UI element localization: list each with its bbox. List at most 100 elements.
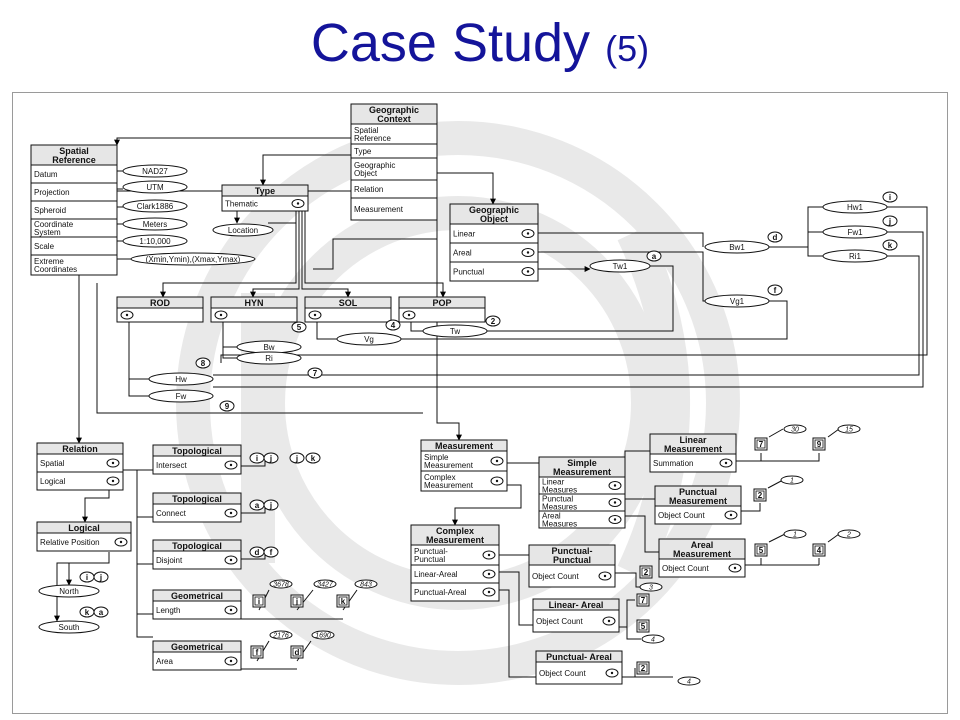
entity-simple-measurement: SimpleMeasurementLinearMeasuresPunctualM… — [538, 456, 626, 529]
value-ellipse: 3678 — [269, 579, 293, 589]
entity-title: Simple — [567, 458, 597, 468]
entity-attribute-label: Measurement — [424, 461, 474, 470]
value-ellipse: 3 — [639, 582, 663, 592]
value-label: 3427 — [317, 582, 334, 589]
value-ellipse: 2 — [837, 529, 861, 539]
entity-attribute: Punctual-Punctual — [411, 544, 499, 564]
entity-attribute-label: Measures — [542, 486, 577, 495]
instance-label: Ri — [265, 354, 273, 363]
instance-label: Location — [228, 226, 258, 235]
entity-attribute-label: Complex — [424, 473, 456, 482]
entity-attribute-label: Area — [156, 657, 173, 666]
id-tag-label: d — [295, 648, 300, 657]
instance-ellipse: Location — [212, 223, 274, 237]
id-tag: 8 — [195, 357, 211, 369]
id-tag-label: j — [295, 454, 298, 463]
connector-dot — [526, 270, 530, 273]
connector-dot — [313, 313, 317, 317]
id-tag-label: k — [341, 597, 346, 606]
instance-label: (Xmin,Ymin),(Xmax,Ymax) — [146, 255, 241, 264]
entity-attribute: Punctual-Areal — [411, 582, 499, 597]
id-tag: j — [289, 452, 305, 464]
id-tag-label: d — [255, 548, 260, 557]
entity-title: Geographic — [369, 105, 419, 115]
id-tag: 2 — [485, 315, 501, 327]
value-label: 4 — [651, 637, 655, 644]
value-label: 2 — [846, 532, 851, 539]
id-tag: j — [93, 571, 109, 583]
id-tag: 4 — [812, 543, 826, 557]
value-ellipse: 4 — [641, 634, 665, 644]
entity-attribute: Spheroid — [31, 200, 117, 215]
entity-attribute: Intersect — [153, 455, 241, 470]
instance-label: Vg1 — [730, 297, 745, 306]
id-tag: 2 — [753, 488, 767, 502]
instance-label: Hw1 — [847, 203, 864, 212]
entity-title: Linear — [679, 435, 707, 445]
instance-label: Clark1886 — [137, 202, 174, 211]
id-tag-label: 8 — [201, 359, 206, 368]
connector-dot — [111, 461, 115, 465]
entity-attribute-label: Areal — [453, 249, 472, 258]
id-tag: k — [336, 594, 350, 608]
entity-attribute — [399, 307, 485, 320]
value-label: 3678 — [273, 582, 289, 589]
entity-attribute: Scale — [31, 236, 117, 251]
id-tag-label: a — [255, 501, 260, 510]
id-tag: k — [79, 606, 95, 618]
id-tag-label: i — [258, 597, 260, 606]
id-tag-label: 2 — [644, 568, 649, 577]
id-tag-label: 2 — [491, 317, 496, 326]
connector-dot — [495, 459, 499, 463]
id-tag-label: j — [888, 217, 891, 226]
connector-dot — [610, 671, 614, 675]
instance-ellipse: Ri1 — [822, 249, 888, 263]
value-ellipse: 4 — [677, 676, 701, 686]
connector-dot — [407, 313, 411, 317]
connector-dot — [724, 461, 728, 465]
id-tag: d — [767, 231, 783, 243]
value-ellipse: 843 — [354, 579, 378, 589]
entity-attribute: Thematic — [222, 195, 308, 209]
connector-dot — [229, 511, 233, 515]
id-tag: j — [263, 499, 279, 511]
entity-title: Punctual- Areal — [546, 652, 612, 662]
entity-attribute-label: Areal — [542, 512, 561, 521]
entity-title: Complex — [436, 526, 474, 536]
entity-title: Geographic — [469, 205, 519, 215]
connector-dot — [229, 558, 233, 562]
entity-attribute-label: Object Count — [536, 617, 583, 626]
value-ellipse: 30 — [783, 424, 807, 434]
connector-dot — [119, 540, 123, 544]
entity-attribute-label: System — [34, 228, 61, 237]
entity-attribute: Spatial — [37, 453, 123, 468]
id-tag: 4 — [385, 319, 401, 331]
entity-attribute: Object Count — [529, 564, 615, 581]
entity-title: HYN — [244, 298, 263, 308]
instance-label: Vg — [364, 335, 374, 344]
entity-attribute-label: Linear-Areal — [414, 570, 458, 579]
entity-attribute-label: Relative Position — [40, 538, 100, 547]
instance-ellipse: (Xmin,Ymin),(Xmax,Ymax) — [130, 252, 256, 266]
instance-ellipse: Fw1 — [822, 225, 888, 239]
instance-ellipse: South — [38, 620, 100, 634]
instance-ellipse: Hw — [148, 372, 214, 386]
id-tag: j — [263, 452, 279, 464]
instance-label: UTM — [146, 183, 164, 192]
entity-title: Punctual — [679, 487, 717, 497]
entity-complex-measurement: ComplexMeasurementPunctual-PunctualLinea… — [410, 524, 500, 602]
entity-attribute-label: Measurement — [354, 205, 404, 214]
entity-title: Measurement — [664, 444, 722, 454]
entity-attribute: Object Count — [655, 505, 741, 520]
id-tag: i — [882, 191, 898, 203]
connector-dot — [487, 553, 491, 557]
